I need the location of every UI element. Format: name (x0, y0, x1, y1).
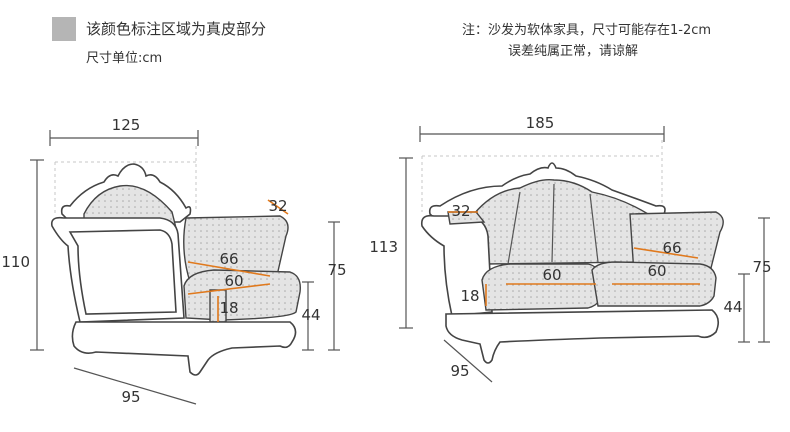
armchair-width-label: 125 (112, 116, 141, 134)
leather-legend-swatch (52, 17, 76, 41)
armchair-seat-height-label: 44 (301, 306, 320, 324)
loveseat-back-leather (473, 178, 649, 265)
loveseat-back-width-label: 66 (662, 239, 681, 257)
loveseat-right-arm-leather (629, 211, 724, 275)
loveseat-depth-label: 95 (450, 362, 469, 380)
loveseat-seat-thickness-label: 18 (460, 287, 479, 305)
armchair-depth-label: 95 (121, 388, 140, 406)
tolerance-note-line-1: 注：沙发为软体家具，尺寸可能存在1-2cm (462, 23, 712, 38)
armchair-dimension-lines (30, 130, 340, 405)
loveseat-total-height-label: 75 (752, 258, 771, 276)
loveseat-arm-width-label: 32 (451, 202, 470, 220)
armchair-drawing (50, 146, 301, 376)
armchair-height-label: 110 (1, 253, 30, 271)
loveseat-height-label: 113 (369, 238, 398, 256)
loveseat-drawing (420, 140, 724, 364)
loveseat-seat-left (481, 263, 601, 311)
loveseat-left-arm-frame (420, 214, 493, 317)
loveseat-seat-right-label: 60 (647, 262, 666, 280)
tolerance-note-line-2: 误差纯属正常，请谅解 (508, 44, 639, 59)
leather-legend-label: 该颜色标注区域为真皮部分 (86, 20, 267, 38)
armchair-base (71, 321, 297, 376)
armchair-arm-width-label: 32 (268, 197, 287, 215)
loveseat-width-label: 185 (526, 114, 555, 132)
armchair-left-arm-inner (68, 229, 177, 315)
loveseat-seat-left-label: 60 (542, 266, 561, 284)
armchair-back-width-label: 66 (219, 250, 238, 268)
armchair-total-height-label: 75 (327, 261, 346, 279)
unit-label: 尺寸单位:cm (86, 51, 163, 66)
loveseat-dimension-lines (399, 126, 770, 383)
loveseat-seat-height-label: 44 (723, 298, 742, 316)
loveseat-base (445, 309, 720, 364)
armchair-seat-thickness-label: 18 (219, 299, 238, 317)
armchair-seat-width-label: 60 (224, 272, 243, 290)
